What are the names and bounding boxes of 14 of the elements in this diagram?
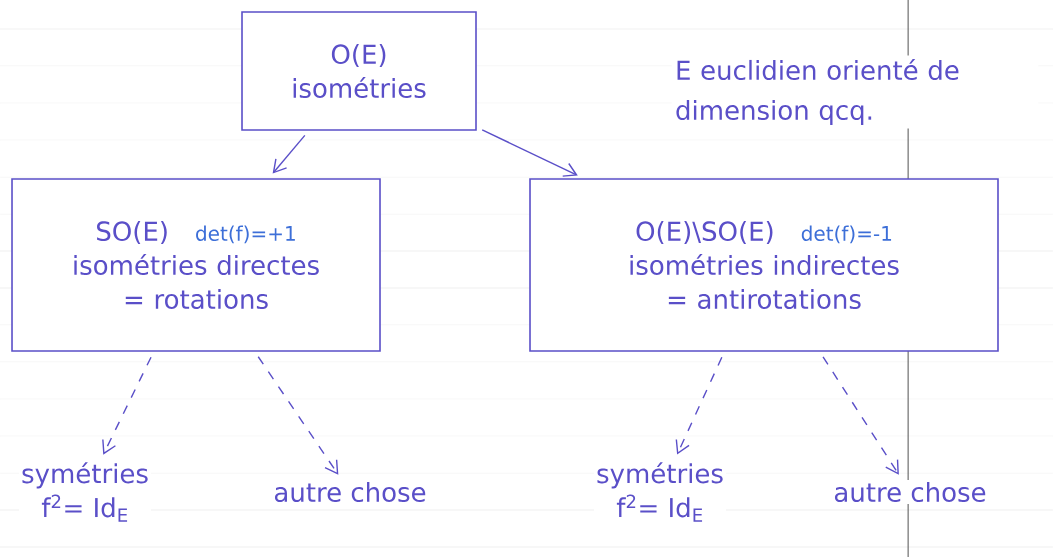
node-text: symétries f$^{2}$= Id$_{E}$	[19, 460, 151, 524]
dashed-arrow	[257, 356, 339, 475]
node-text: symétries f$^{2}$= Id$_{E}$	[594, 460, 726, 524]
process-box: O(E) isométries	[241, 11, 477, 131]
dashed-arrow	[675, 356, 723, 455]
node-text: autre chose	[831, 479, 989, 505]
arrow	[272, 134, 306, 174]
note-text: E euclidien orienté de dimension qcq.	[671, 55, 1039, 129]
dashed-arrow	[102, 356, 152, 455]
process-box: O(E)\SO(E) det(f)=-1 isométries indirectes = antirotations	[529, 178, 999, 352]
dashed-arrow	[822, 356, 899, 475]
process-box: SO(E) det(f)=+1 isométries directes = rotations	[11, 178, 381, 352]
node-text: autre chose	[271, 479, 429, 505]
arrow	[481, 129, 578, 177]
